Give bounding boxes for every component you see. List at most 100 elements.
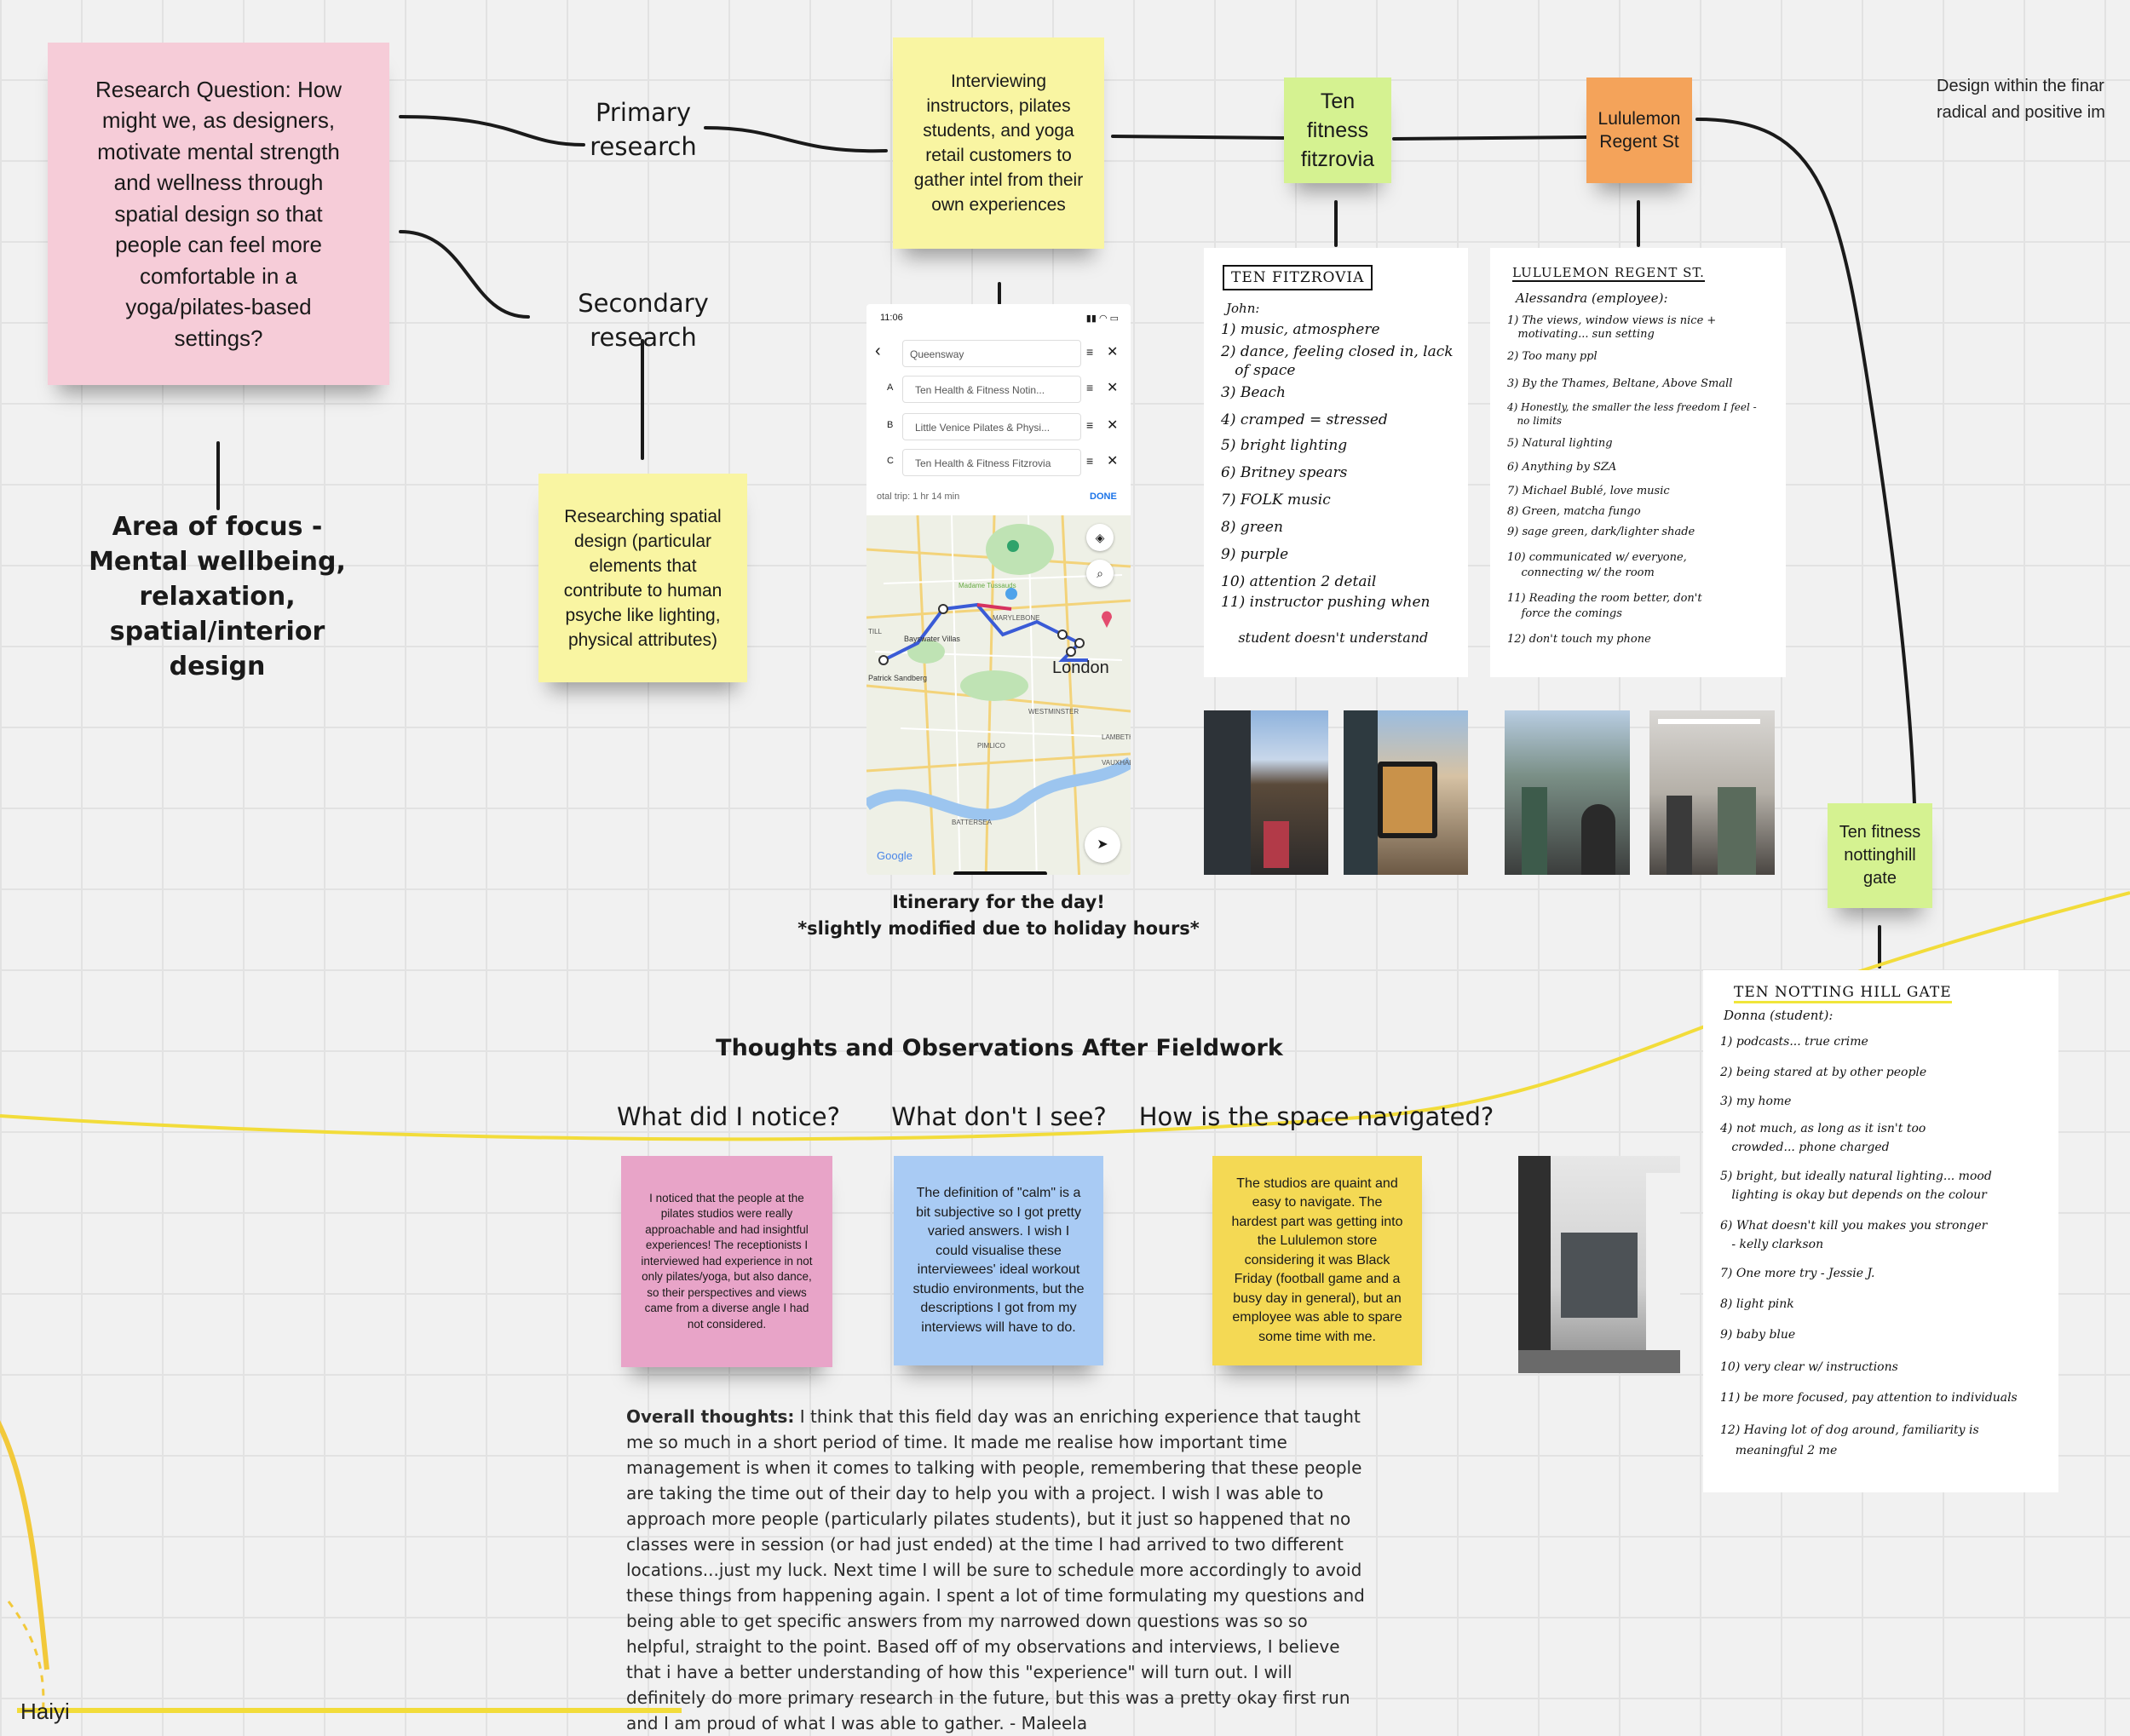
lululemon-sticky[interactable]: Lululemon Regent St xyxy=(1586,78,1692,183)
photo-shape xyxy=(1522,787,1547,875)
connector-primary-interview xyxy=(704,126,888,153)
photo-shape xyxy=(1344,710,1378,875)
map-label: TILL xyxy=(868,628,883,635)
thoughts-heading-text: Thoughts and Observations After Fieldwor… xyxy=(716,1035,1283,1061)
connector-lululemon-notting xyxy=(1695,118,1917,832)
question-notice: What did I notice? xyxy=(605,1101,852,1133)
overall-thoughts: Overall thoughts: I think that this fiel… xyxy=(626,1404,1372,1736)
notice-sticky[interactable]: I noticed that the people at the pilates… xyxy=(621,1156,832,1367)
home-indicator xyxy=(953,871,1047,875)
notes-line: 11) instructor pushing when xyxy=(1221,594,1431,611)
photo-lululemon-window[interactable] xyxy=(1505,710,1630,875)
area-of-focus: Area of focus - Mental wellbeing, relaxa… xyxy=(68,509,366,684)
notes-line: lighting is okay but depends on the colo… xyxy=(1720,1188,1987,1202)
research-question-sticky[interactable]: Research Question: How might we, as desi… xyxy=(48,43,389,385)
map-label: PIMLICO xyxy=(977,742,1005,750)
photo-shape xyxy=(1264,821,1289,868)
calm-sticky[interactable]: The definition of "calm" is a bit subjec… xyxy=(894,1156,1103,1365)
notes-line: 7) FOLK music xyxy=(1221,491,1331,509)
photo-shape xyxy=(1581,804,1615,875)
notes-line: student doesn't understand xyxy=(1221,629,1429,646)
ten-nottinghill-sticky[interactable]: Ten fitness nottinghill gate xyxy=(1828,803,1932,908)
photo-shape xyxy=(1667,796,1692,875)
close-icon[interactable]: ✕ xyxy=(1107,418,1119,433)
ten-nottinghill-text: Ten fitness nottinghill gate xyxy=(1839,823,1921,888)
reorder-icon[interactable]: ≡ xyxy=(1086,418,1094,432)
connector-interview-fitzrovia xyxy=(1111,135,1286,140)
connector-rq-secondary xyxy=(399,230,530,319)
notes-line: Alessandra (employee): xyxy=(1516,290,1668,306)
yellow-dashed-arc xyxy=(7,1601,45,1717)
studios-sticky[interactable]: The studios are quaint and easy to navig… xyxy=(1212,1156,1422,1365)
connector-rq-primary xyxy=(399,115,585,147)
question-navigated: How is the space navigated? xyxy=(1137,1101,1495,1133)
phone-screenshot[interactable]: 11:06 ▮▮ ◠ ▭ ‹ Queensway Ten Health & Fi… xyxy=(866,304,1131,875)
interviewing-sticky[interactable]: Interviewing instructors, pilates studen… xyxy=(893,37,1104,249)
map-label: London xyxy=(1052,658,1109,677)
design-within-text: Design within the finar radical and posi… xyxy=(1937,77,2105,122)
route-stop-row[interactable]: Ten Health & Fitness Fitzrovia xyxy=(902,449,1081,476)
reorder-icon[interactable]: ≡ xyxy=(1086,454,1094,468)
notes-line: crowded... phone charged xyxy=(1720,1141,1890,1154)
notes-line: meaningful 2 me xyxy=(1720,1444,1838,1457)
ten-fitzrovia-sticky[interactable]: Ten fitness fitzrovia xyxy=(1284,78,1391,183)
map-label: BATTERSEA xyxy=(952,819,992,826)
route-stop-row[interactable]: Little Venice Pilates & Physi... xyxy=(902,413,1081,440)
overall-thoughts-text: I think that this field day was an enric… xyxy=(626,1406,1365,1733)
photo-fitzrovia-street[interactable] xyxy=(1204,710,1328,875)
ten-fitzrovia-notes-card[interactable]: TEN FITZROVIA John: 1) music, atmosphere… xyxy=(1204,248,1468,677)
reorder-icon[interactable]: ≡ xyxy=(1086,345,1094,359)
route-stop-label: Ten Health & Fitness Notin... xyxy=(915,384,1045,396)
layers-icon[interactable]: ◈ xyxy=(1086,524,1114,551)
notes-line: 7) Michael Bublé, love music xyxy=(1507,485,1670,497)
map-label: VAUXHALL xyxy=(1102,759,1131,767)
notes-line: connecting w/ the room xyxy=(1507,566,1655,579)
question-notice-text: What did I notice? xyxy=(616,1102,840,1131)
notes-line: 10) very clear w/ instructions xyxy=(1720,1360,1898,1374)
notes-line: 11) be more focused, pay attention to in… xyxy=(1720,1391,2018,1405)
ten-notting-hill-notes-card[interactable]: TEN NOTTING HILL GATE Donna (student): 1… xyxy=(1703,970,2058,1492)
route-stop-row[interactable]: Queensway xyxy=(902,340,1081,367)
notes-line: 7) One more try - Jessie J. xyxy=(1720,1267,1875,1280)
question-dont-see: What don't I see? xyxy=(878,1101,1120,1133)
notes-line: 12) don't touch my phone xyxy=(1507,633,1651,646)
question-navigated-text: How is the space navigated? xyxy=(1138,1102,1494,1131)
photo-shape xyxy=(1658,719,1760,724)
photo-lululemon-interior[interactable] xyxy=(1649,710,1775,875)
photo-fitzrovia-tablet[interactable] xyxy=(1344,710,1468,875)
studios-text: The studios are quaint and easy to navig… xyxy=(1231,1176,1403,1344)
back-arrow-icon[interactable]: ‹ xyxy=(875,342,881,360)
route-stop-label: Ten Health & Fitness Fitzrovia xyxy=(915,457,1051,469)
question-dont-see-text: What don't I see? xyxy=(891,1102,1107,1131)
secondary-research-text: Secondary research xyxy=(578,289,709,352)
close-icon[interactable]: ✕ xyxy=(1107,345,1119,359)
navigation-arrow-icon[interactable]: ➤ xyxy=(1085,827,1120,863)
secondary-research-label: Secondary research xyxy=(567,286,720,354)
search-icon[interactable]: ⌕ xyxy=(1086,560,1114,587)
photo-shape xyxy=(1646,1173,1680,1373)
close-icon[interactable]: ✕ xyxy=(1107,381,1119,395)
notes-line: 3) Beach xyxy=(1221,384,1287,401)
collaborator-name: Haiyi xyxy=(20,1699,70,1724)
notes-line: 3) my home xyxy=(1720,1095,1792,1108)
route-map[interactable]: Madame Tussauds MARYLEBONE Bayswater Vil… xyxy=(866,515,1131,875)
lululemon-notes-card[interactable]: LULULEMON REGENT ST. Alessandra (employe… xyxy=(1490,248,1786,677)
close-icon[interactable]: ✕ xyxy=(1107,454,1119,468)
stop-marker-a: A xyxy=(887,382,894,393)
researching-spatial-sticky[interactable]: Researching spatial design (particular e… xyxy=(538,474,747,682)
map-label: LAMBETH xyxy=(1102,733,1131,741)
notes-line: 8) light pink xyxy=(1720,1297,1794,1311)
photo-notting-hill-interior[interactable] xyxy=(1518,1156,1680,1373)
done-button[interactable]: DONE xyxy=(1090,491,1117,502)
collaborator-cursor-label: Haiyi xyxy=(20,1700,70,1722)
notes-line: 12) Having lot of dog around, familiarit… xyxy=(1720,1423,1979,1437)
notes-line: 6) Anything by SZA xyxy=(1507,461,1617,474)
map-label: Patrick Sandberg xyxy=(868,674,928,682)
primary-research-text: Primary research xyxy=(590,98,697,161)
reorder-icon[interactable]: ≡ xyxy=(1086,381,1094,394)
notice-text: I noticed that the people at the pilates… xyxy=(641,1191,813,1331)
itinerary-subtitle: *slightly modified due to holiday hours* xyxy=(767,916,1230,942)
route-stop-row[interactable]: Ten Health & Fitness Notin... xyxy=(902,376,1081,403)
primary-research-label: Primary research xyxy=(579,95,707,164)
notes-line: 1) music, atmosphere xyxy=(1221,321,1380,338)
